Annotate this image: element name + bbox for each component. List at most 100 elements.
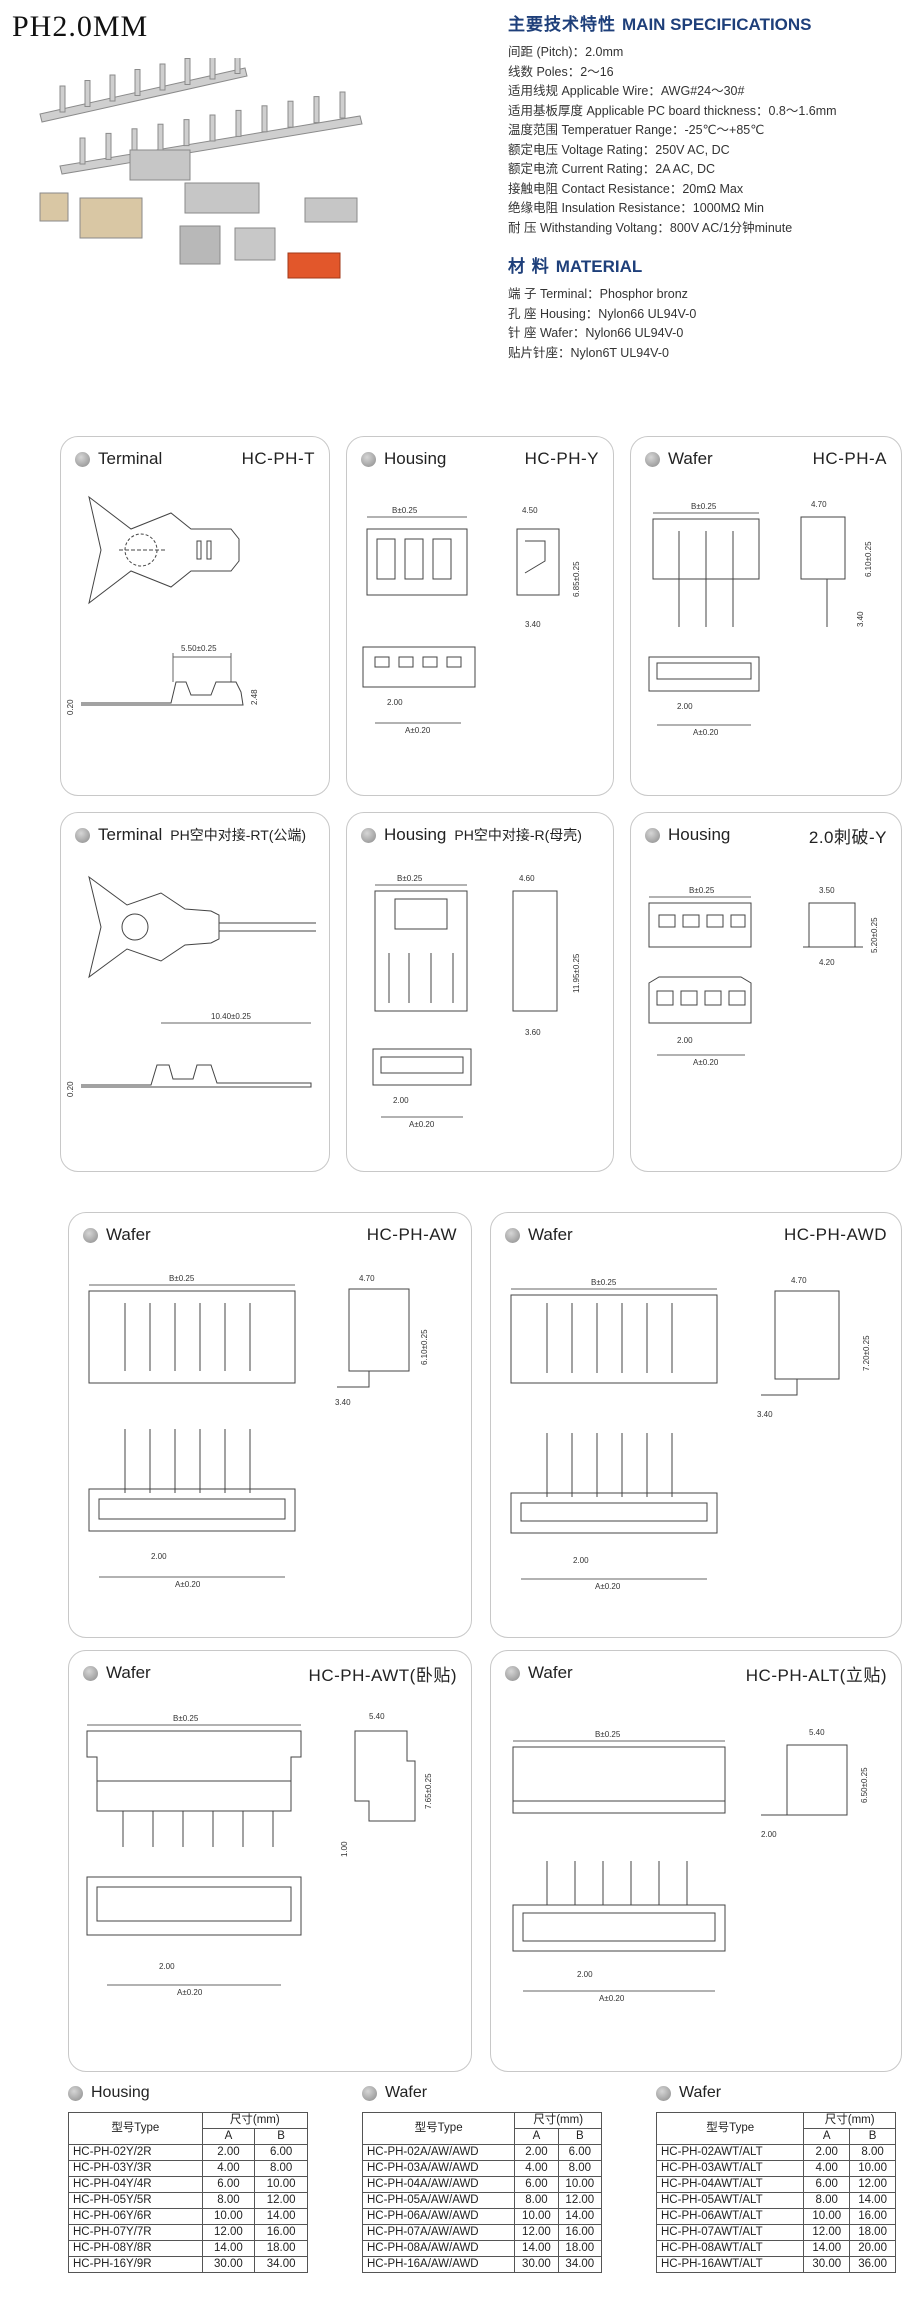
svg-text:3.40: 3.40 xyxy=(757,1410,773,1419)
panel-housing-piercing-y: Housing 2.0刺破-Y B±0.25 3.50 5.20±0.25 4.… xyxy=(630,812,902,1172)
bullet-icon xyxy=(505,1665,520,1681)
size-b-cell: 10.00 xyxy=(557,2176,603,2193)
bullet-icon xyxy=(645,451,660,467)
svg-text:3.40: 3.40 xyxy=(525,620,541,629)
panel-wafer-ph-aw: Wafer HC-PH-AW B±0.25 4.70 6.10±0.25 3.4… xyxy=(68,1212,472,1638)
svg-text:A±0.20: A±0.20 xyxy=(175,1580,201,1589)
size-a-cell: 10.00 xyxy=(803,2208,851,2225)
svg-text:3.40: 3.40 xyxy=(856,611,865,627)
svg-text:B±0.25: B±0.25 xyxy=(595,1730,621,1739)
wafer-alt-drawing: B±0.25 5.40 6.50±0.25 2.00 2.00 A±0.20 xyxy=(512,1728,869,2003)
svg-text:2.00: 2.00 xyxy=(761,1830,777,1839)
terminal-pin xyxy=(59,85,66,113)
terminal-pin xyxy=(209,58,216,80)
specs-line: 适用线规 Applicable Wire：AWG#24～30# xyxy=(508,84,745,98)
size-b-cell: 18.00 xyxy=(849,2224,896,2241)
size-b-cell: 18.00 xyxy=(254,2240,308,2257)
size-a-cell: 12.00 xyxy=(201,2224,256,2241)
svg-text:4.70: 4.70 xyxy=(811,500,827,509)
size-a-cell: 12.00 xyxy=(514,2224,559,2241)
type-cell: HC-PH-16Y/9R xyxy=(68,2256,203,2273)
terminal-strip-photo xyxy=(39,58,248,123)
size-b-cell: 14.00 xyxy=(254,2208,308,2225)
terminal-drawing: 5.50±0.25 0.20 2.48 xyxy=(66,495,259,715)
wafer-a-drawing: B±0.25 4.70 6.10±0.25 3.40 2.00 A±0.20 xyxy=(648,500,873,737)
svg-text:A±0.20: A±0.20 xyxy=(599,1994,625,2003)
specs-line: 线数 Poles：2～16 xyxy=(508,64,614,79)
size-a-cell: 6.00 xyxy=(514,2176,559,2193)
housing-photos xyxy=(39,149,358,279)
svg-text:5.20±0.25: 5.20±0.25 xyxy=(870,917,879,953)
specs-line: 适用基板厚度 Applicable PC board thickness：0.8… xyxy=(508,103,837,118)
svg-text:6.10±0.25: 6.10±0.25 xyxy=(420,1329,429,1365)
type-cell: HC-PH-05AWT/ALT xyxy=(655,2192,805,2209)
svg-text:4.60: 4.60 xyxy=(519,874,535,883)
svg-text:A±0.20: A±0.20 xyxy=(595,1582,621,1591)
size-a-cell: 10.00 xyxy=(514,2208,559,2225)
type-cell: HC-PH-05A/AW/AWD xyxy=(361,2192,516,2209)
svg-text:B±0.25: B±0.25 xyxy=(397,874,423,883)
size-a-cell: 12.00 xyxy=(803,2224,851,2241)
size-a-cell: 30.00 xyxy=(201,2256,256,2273)
bullet-icon xyxy=(68,2085,83,2101)
terminal-pin xyxy=(209,114,216,142)
svg-text:B±0.25: B±0.25 xyxy=(691,502,717,511)
svg-text:7.20±0.25: 7.20±0.25 xyxy=(862,1335,871,1371)
type-cell: HC-PH-04Y/4R xyxy=(68,2176,203,2193)
svg-text:7.65±0.25: 7.65±0.25 xyxy=(424,1773,433,1809)
svg-text:A±0.20: A±0.20 xyxy=(177,1988,203,1997)
bullet-icon xyxy=(83,1665,98,1681)
size-a-cell: 14.00 xyxy=(201,2240,256,2257)
svg-text:4.70: 4.70 xyxy=(791,1276,807,1285)
size-b-cell: 10.00 xyxy=(254,2176,308,2193)
svg-text:3.60: 3.60 xyxy=(525,1028,541,1037)
terminal-pin xyxy=(159,63,166,91)
panel-housing-r: Housing PH空中对接-R(母壳) B±0.25 4.60 11.95±0… xyxy=(346,812,614,1172)
size-b-cell: 34.00 xyxy=(557,2256,603,2273)
bullet-icon xyxy=(361,827,376,843)
size-a-cell: 8.00 xyxy=(803,2192,851,2209)
terminal-pin xyxy=(105,132,112,160)
terminal-pin xyxy=(235,109,242,137)
terminal-pin xyxy=(184,58,191,85)
type-cell: HC-PH-07A/AW/AWD xyxy=(361,2224,516,2241)
specs-line: 温度范围 Temperatuer Range：-25℃～+85℃ xyxy=(508,123,765,137)
terminal-pin xyxy=(183,119,190,147)
bullet-icon xyxy=(75,451,90,467)
size-a-cell: 4.00 xyxy=(803,2160,851,2177)
type-cell: HC-PH-08Y/8R xyxy=(68,2240,203,2257)
type-cell: HC-PH-07AWT/ALT xyxy=(655,2224,805,2241)
material-line: 贴片针座：Nylon6T UL94V-0 xyxy=(508,345,669,360)
svg-text:1.00: 1.00 xyxy=(340,1841,349,1857)
wafer-aw-drawing: B±0.25 4.70 6.10±0.25 3.40 2.00 A±0.20 xyxy=(88,1274,429,1589)
specs-line: 额定电压 Voltage Rating：250V AC, DC xyxy=(508,142,730,157)
type-cell: HC-PH-16AWT/ALT xyxy=(655,2256,805,2273)
size-a-cell: 8.00 xyxy=(514,2192,559,2209)
size-a-cell: 8.00 xyxy=(201,2192,256,2209)
type-cell: HC-PH-08A/AW/AWD xyxy=(361,2240,516,2257)
terminal-pin xyxy=(234,58,241,74)
svg-text:6.10±0.25: 6.10±0.25 xyxy=(864,541,873,577)
terminal-pin xyxy=(84,80,91,107)
type-cell: HC-PH-02Y/2R xyxy=(68,2144,203,2161)
type-cell: HC-PH-07Y/7R xyxy=(68,2224,203,2241)
svg-text:5.40: 5.40 xyxy=(369,1712,385,1721)
type-cell: HC-PH-05Y/5R xyxy=(68,2192,203,2209)
size-b-cell: 12.00 xyxy=(849,2176,896,2193)
size-a-cell: 4.00 xyxy=(201,2160,256,2177)
svg-text:6.50±0.25: 6.50±0.25 xyxy=(860,1767,869,1803)
